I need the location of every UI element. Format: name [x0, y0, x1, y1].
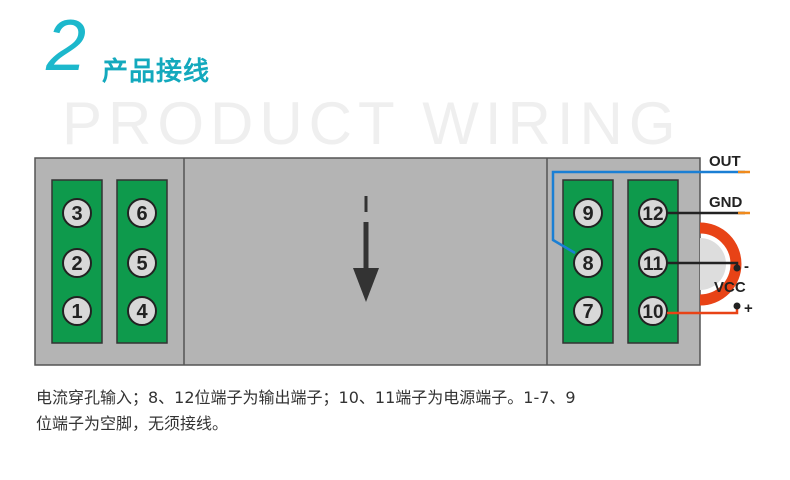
- terminal-8: [573, 248, 603, 278]
- terminal-number: 1: [71, 301, 82, 323]
- terminal-5: [127, 248, 157, 278]
- out-wire: [551, 170, 750, 255]
- terminal-number: 8: [582, 253, 593, 275]
- vcc-plus-wire: [667, 302, 741, 315]
- out-label: OUT: [709, 153, 741, 170]
- vcc-label: VCC: [714, 279, 746, 296]
- current-direction-arrow: [353, 196, 379, 302]
- caption-line-1: 电流穿孔输入；8、12位端子为输出端子；10、11端子为电源端子。1-7、9: [36, 388, 576, 407]
- terminal-number: 3: [71, 203, 82, 225]
- section-title: 产品接线: [102, 57, 211, 87]
- section-number: 2: [46, 6, 87, 86]
- title-en-watermark: PRODUCT WIRING: [62, 90, 682, 157]
- terminal-number: 9: [582, 203, 593, 225]
- terminal-number: 11: [643, 254, 664, 275]
- terminal-7: [573, 296, 603, 326]
- caption-line-2: 位端子为空脚，无须接线。: [36, 414, 229, 433]
- terminal-number: 12: [642, 204, 663, 225]
- minus-label: -: [744, 258, 749, 275]
- terminal-10: [638, 296, 668, 326]
- plus-label: +: [744, 300, 753, 317]
- terminal-3: [62, 198, 92, 228]
- terminal-6: [127, 198, 157, 228]
- terminal-number: 2: [71, 253, 82, 275]
- terminal-4: [127, 296, 157, 326]
- vcc-minus-wire: [667, 261, 741, 272]
- terminal-number: 6: [136, 203, 147, 225]
- terminal-number: 7: [582, 301, 593, 323]
- terminal-1: [62, 296, 92, 326]
- terminal-number: 10: [642, 302, 663, 323]
- gnd-label: GND: [709, 194, 743, 211]
- terminal-9: [573, 198, 603, 228]
- terminal-2: [62, 248, 92, 278]
- terminal-number: 5: [136, 253, 147, 275]
- terminal-number: 4: [136, 301, 148, 323]
